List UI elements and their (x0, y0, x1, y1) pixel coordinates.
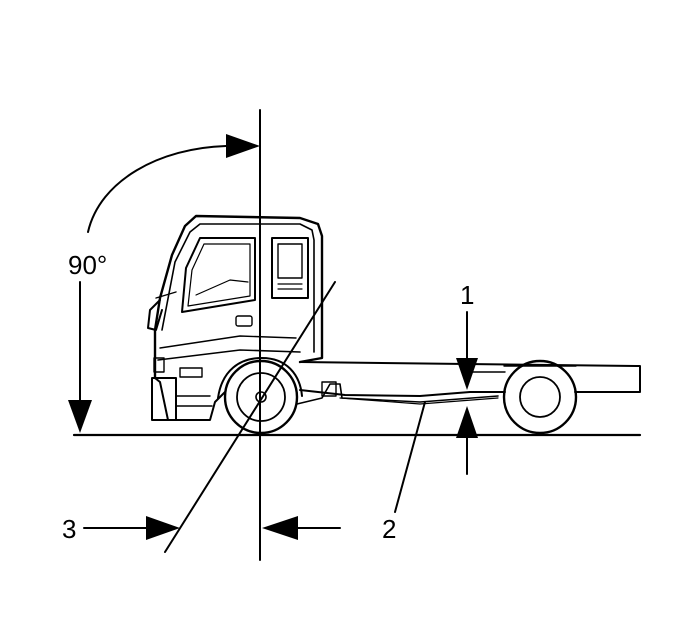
side-mirror (147, 299, 163, 331)
callout-2-leader (394, 401, 426, 513)
callout-2-label: 2 (382, 514, 396, 544)
leaf-spring (296, 383, 499, 405)
door-window (271, 237, 309, 299)
kingpin-axis-line (164, 281, 336, 553)
windshield (181, 237, 256, 313)
front-wheel (223, 359, 299, 435)
callout-1-measurement (456, 311, 478, 475)
rear-wheel (502, 359, 578, 435)
callout-3-offset (83, 516, 341, 540)
callout-3-label: 3 (62, 514, 76, 544)
right-angle-indicator (68, 134, 260, 433)
front-bumper (151, 377, 177, 421)
front-wheel-arch (217, 357, 303, 399)
truck-illustration (147, 214, 641, 435)
cab-outline (153, 214, 324, 380)
angle-label: 90° (68, 250, 107, 280)
callout-1-label: 1 (460, 280, 474, 310)
